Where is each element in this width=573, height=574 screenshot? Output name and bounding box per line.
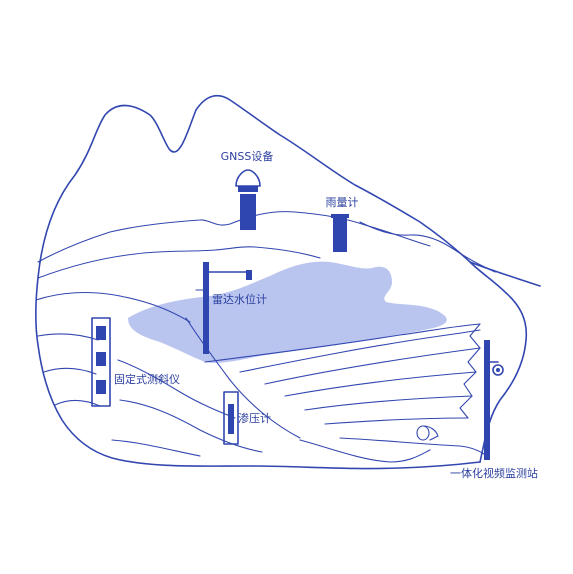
dam-step-5 (324, 417, 469, 425)
terrain-body-left (35, 261, 481, 470)
mountain-outline (39, 94, 541, 287)
dam-step-3 (284, 371, 477, 397)
dam-step-1 (239, 329, 481, 373)
gnss-label: GNSS设备 (221, 149, 274, 163)
piezometer-device (223, 391, 239, 445)
dam-step-4 (304, 395, 473, 411)
strata-line-2 (37, 333, 99, 341)
strata-line-6 (119, 399, 263, 453)
dam-step-3b (463, 371, 477, 397)
dam-step-2 (264, 347, 481, 385)
strata-line-4 (54, 400, 101, 407)
reservoir-water (128, 261, 447, 363)
video-station-label: 一体化视频监测站 (450, 466, 538, 480)
drain-outlet (416, 425, 439, 441)
hill-ridge-right (359, 221, 496, 273)
dam-toe (339, 437, 485, 455)
inclinometer-device (91, 317, 111, 407)
strata-line-5 (117, 359, 236, 419)
strata-line-1 (35, 291, 191, 323)
radar-level-device (195, 262, 252, 354)
dam-step-4b (459, 395, 473, 419)
drain-curve (299, 439, 431, 463)
dam-crest-edge (204, 323, 481, 363)
hill-ridge-lower (37, 246, 321, 279)
dam-step-2b (467, 347, 481, 373)
radar-level-label: 雷达水位计 (212, 292, 267, 306)
piezometer-label: 渗压计 (238, 411, 271, 425)
rain-gauge-device (331, 214, 349, 252)
dam-step-1b (469, 323, 481, 349)
strata-line-7 (111, 439, 201, 457)
strata-line-3 (43, 367, 97, 375)
rain-gauge-label: 雨量计 (326, 196, 359, 209)
hill-ridge-upper (37, 211, 431, 263)
gnss-device (235, 169, 261, 230)
video-station-device (484, 340, 504, 460)
inclinometer-label: 固定式测斜仪 (114, 372, 180, 386)
strata-line-8 (185, 317, 301, 439)
terrain-body-right (469, 261, 528, 463)
